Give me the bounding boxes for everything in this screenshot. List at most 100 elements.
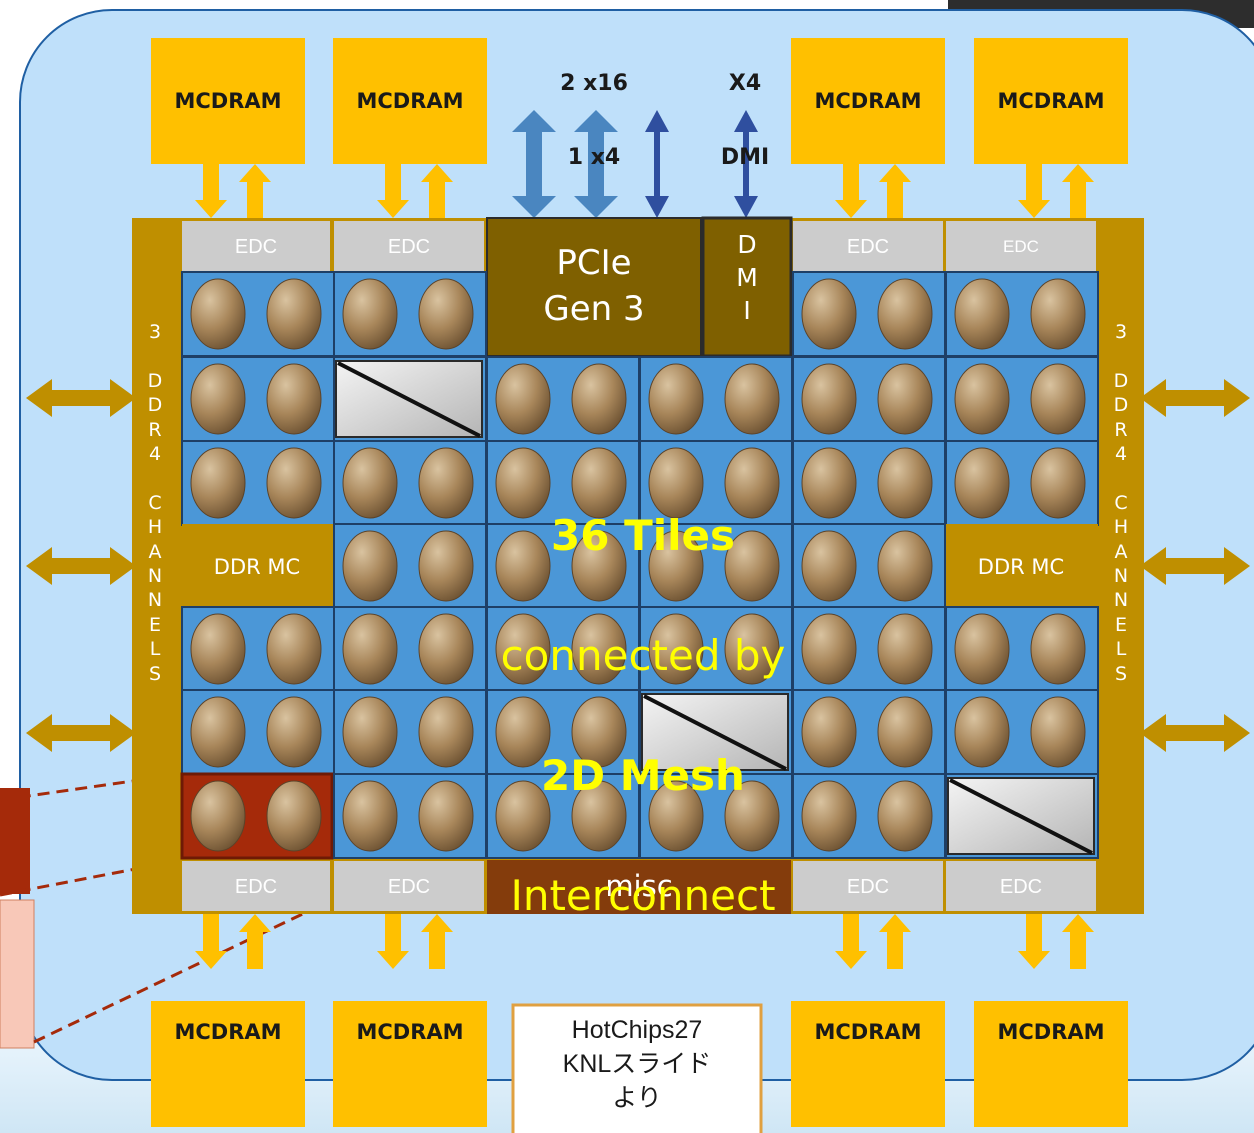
- core: [495, 530, 551, 602]
- core: [190, 278, 246, 350]
- core: [571, 530, 627, 602]
- mcdram-block: [791, 38, 945, 164]
- core: [877, 780, 933, 852]
- ddr-channel-arrow-right: [1140, 379, 1250, 417]
- mcdram-block: [974, 1001, 1128, 1127]
- arrow-layer: [26, 110, 1250, 969]
- mcdram-arrow-down: [195, 164, 227, 218]
- core: [724, 363, 780, 435]
- core: [648, 363, 704, 435]
- core: [342, 696, 398, 768]
- mcdram-arrow-down: [377, 164, 409, 218]
- core: [648, 530, 704, 602]
- core: [724, 613, 780, 685]
- callout-line: [33, 898, 333, 1044]
- core: [266, 447, 322, 519]
- core: [877, 278, 933, 350]
- core: [648, 447, 704, 519]
- core: [190, 447, 246, 519]
- core: [877, 696, 933, 768]
- core: [342, 530, 398, 602]
- ddr-channel-arrow-left: [26, 547, 136, 585]
- core: [1030, 278, 1086, 350]
- dmi-block: [701, 216, 793, 358]
- core: [418, 278, 474, 350]
- core: [877, 447, 933, 519]
- edc-block: [946, 861, 1096, 911]
- core: [571, 447, 627, 519]
- pcie-bus-arrow: [574, 110, 618, 218]
- core: [801, 363, 857, 435]
- dmi-bus-arrow: [734, 110, 758, 218]
- mcdram-arrow-down: [1018, 914, 1050, 969]
- core: [954, 278, 1010, 350]
- core: [648, 780, 704, 852]
- mcdram-block: [333, 38, 487, 164]
- core: [342, 447, 398, 519]
- core: [877, 363, 933, 435]
- mcdram-block: [151, 1001, 305, 1127]
- mcdram-arrow-down: [835, 914, 867, 969]
- core: [648, 613, 704, 685]
- core: [801, 613, 857, 685]
- core: [801, 530, 857, 602]
- core: [954, 363, 1010, 435]
- blank-tile-diagonal: [337, 361, 481, 438]
- ddr-channel-arrow-left: [26, 714, 136, 752]
- core: [495, 363, 551, 435]
- core: [724, 530, 780, 602]
- mcdram-arrow-down: [195, 914, 227, 969]
- source-note-box: [511, 1003, 763, 1133]
- ddr-channel-arrow-left: [26, 379, 136, 417]
- core: [724, 780, 780, 852]
- pcie-block: [486, 217, 702, 357]
- core: [1030, 363, 1086, 435]
- edc-block: [793, 221, 943, 271]
- core: [801, 447, 857, 519]
- core: [954, 613, 1010, 685]
- edc-block: [793, 861, 943, 911]
- mcdram-block: [791, 1001, 945, 1127]
- tile-layer: [180, 271, 1099, 860]
- misc-block: [487, 860, 791, 914]
- core: [266, 696, 322, 768]
- edc-block: [182, 221, 330, 271]
- core: [801, 780, 857, 852]
- mcdram-block: [974, 38, 1128, 164]
- core: [495, 696, 551, 768]
- core: [190, 363, 246, 435]
- pcie-bus-arrow: [645, 110, 669, 218]
- core: [190, 613, 246, 685]
- core: [801, 696, 857, 768]
- core: [190, 780, 246, 852]
- core: [418, 530, 474, 602]
- core: [418, 613, 474, 685]
- core: [1030, 696, 1086, 768]
- mcdram-arrow-up: [1062, 164, 1094, 218]
- core: [495, 780, 551, 852]
- mcdram-block: [151, 38, 305, 164]
- core: [266, 613, 322, 685]
- core: [801, 278, 857, 350]
- core: [877, 613, 933, 685]
- core: [418, 696, 474, 768]
- core: [724, 447, 780, 519]
- mcdram-block: [333, 1001, 487, 1127]
- core: [571, 613, 627, 685]
- core: [877, 530, 933, 602]
- mcdram-arrow-down: [377, 914, 409, 969]
- ddr-mc-block: [182, 524, 334, 608]
- mcdram-arrow-up: [1062, 914, 1094, 969]
- mcdram-layer: [151, 38, 1128, 1127]
- core: [1030, 613, 1086, 685]
- ddr-mc-block: [946, 524, 1098, 608]
- ddr-channel-arrow-right: [1140, 714, 1250, 752]
- core: [342, 278, 398, 350]
- core: [266, 278, 322, 350]
- edc-block: [334, 221, 484, 271]
- callout-core: [0, 899, 35, 1049]
- core: [571, 363, 627, 435]
- pcie-bus-arrow: [512, 110, 556, 218]
- core: [266, 780, 322, 852]
- core: [1030, 447, 1086, 519]
